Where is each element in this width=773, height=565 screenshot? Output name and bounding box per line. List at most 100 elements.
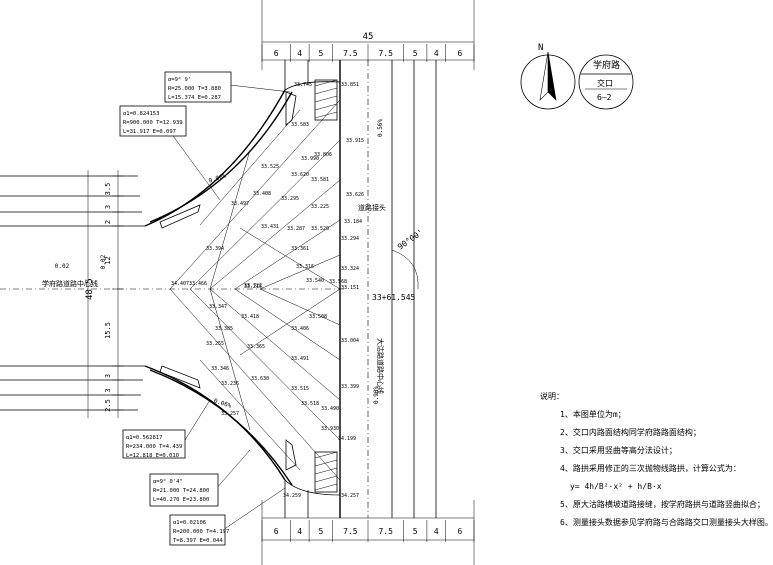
slope-label: 0.90% bbox=[373, 386, 380, 404]
curve-callout-box bbox=[119, 105, 187, 137]
elevation-value: 33.408 bbox=[253, 191, 271, 197]
elevation-value: 33.508 bbox=[309, 314, 327, 320]
note-2: 2、交口内路面结构同学府路路面结构； bbox=[560, 428, 701, 437]
curve-callout-text: α1=0.562817 bbox=[126, 435, 162, 441]
callout-leaders bbox=[164, 84, 291, 531]
elevation-value: 33.722 bbox=[244, 283, 262, 289]
elevation-value: 33.394 bbox=[206, 246, 224, 252]
left-dim-label: 3 bbox=[104, 205, 112, 209]
left-dim-label: 12 bbox=[104, 256, 112, 264]
note-5: 5、原大沽路横坡道路接缝，按学府路拱与道路竖曲拟合； bbox=[560, 500, 765, 509]
elevation-value: 33.399 bbox=[341, 384, 359, 390]
top-dim-label: 7.5 bbox=[378, 49, 393, 58]
curve-callout-text: L=40.270 E=23.800 bbox=[153, 497, 209, 503]
elevation-value: 33.418 bbox=[241, 314, 259, 320]
elevation-value: 33.236 bbox=[221, 381, 239, 387]
elevation-value: 33.225 bbox=[311, 204, 329, 210]
top-dim-label: 5 bbox=[318, 49, 323, 58]
elevation-value: 33.491 bbox=[291, 356, 309, 362]
top-dim-label: 6 bbox=[457, 49, 462, 58]
curve-callout-text: L=12.818 E=0.010 bbox=[126, 453, 179, 459]
north-arrow: N bbox=[520, 43, 576, 110]
title-block: 学府路 交口 6—2 bbox=[578, 54, 634, 110]
slope-label: 0.02 bbox=[100, 254, 107, 269]
total-height-label: 48.5 bbox=[85, 278, 95, 300]
curve-callout-text: α=9° 0'4" bbox=[153, 479, 183, 485]
north-label: N bbox=[538, 43, 543, 53]
left-dim-label: 2 bbox=[104, 220, 112, 224]
total-width-label: 45 bbox=[363, 32, 374, 42]
curve-callout-text: T=8.397 E=0.044 bbox=[173, 538, 223, 544]
elevation-value: 33.851 bbox=[341, 82, 359, 88]
elevation-value: 33.295 bbox=[281, 196, 299, 202]
note-4: 4、路拱采用修正的三次抛物线路拱，计算公式为： bbox=[560, 464, 741, 473]
elevation-value: 33.466 bbox=[189, 281, 207, 287]
elevation-value: 33.287 bbox=[287, 226, 305, 232]
left-dim-label: 15.5 bbox=[104, 322, 112, 339]
elevation-value: 33.525 bbox=[261, 164, 279, 170]
bottom-dim-label: 4 bbox=[434, 527, 439, 536]
curve-callout-text: R=21.000 T=24.800 bbox=[153, 488, 209, 494]
elevation-value: 33.620 bbox=[291, 172, 309, 178]
elevation-value: 34.407 bbox=[171, 281, 189, 287]
bottom-dim-label: 5 bbox=[318, 527, 323, 536]
slope-label: 0.06% bbox=[213, 397, 233, 409]
curve-callout-box bbox=[149, 473, 219, 507]
bottom-dim-label: 6 bbox=[274, 527, 279, 536]
elevation-value: 33.257 bbox=[221, 411, 239, 417]
xuefu-road-lines bbox=[0, 175, 345, 411]
elevation-value: 33.406 bbox=[291, 326, 309, 332]
note-formula: y= 4h/B²·x² + h/B·x bbox=[570, 482, 662, 491]
top-dim-label: 5 bbox=[413, 49, 418, 58]
elevation-value: 33.568 bbox=[329, 279, 347, 285]
bottom-dim-label: 7.5 bbox=[343, 527, 358, 536]
elevation-value: 33.346 bbox=[211, 366, 229, 372]
curve-callout-text: L=15.374 E=0.287 bbox=[168, 95, 221, 101]
elevation-value: 33.520 bbox=[311, 226, 329, 232]
curve-callout-box bbox=[164, 71, 232, 103]
contour-grid bbox=[169, 99, 341, 481]
elevation-value: 33.490 bbox=[321, 406, 339, 412]
top-dim-label: 6 bbox=[274, 49, 279, 58]
elevation-value: 33.004 bbox=[341, 338, 359, 344]
elevation-value: 33.151 bbox=[341, 285, 359, 291]
elevation-value: 34.259 bbox=[283, 493, 301, 499]
note-3: 3、交口采用竖曲等高分法设计； bbox=[560, 446, 677, 455]
angle-arc bbox=[391, 249, 419, 290]
elevation-value: 33.497 bbox=[231, 201, 249, 207]
elevation-value: 33.316 bbox=[296, 264, 314, 270]
left-dim-label: 3.5 bbox=[104, 183, 112, 196]
left-dimension-chain bbox=[87, 170, 119, 418]
elevation-value: 33.365 bbox=[247, 344, 265, 350]
elevation-value: 33.361 bbox=[291, 246, 309, 252]
elevation-value: 33.990 bbox=[301, 156, 319, 162]
note-6: 6、测量接头数据参见学府路与合路路交口测量接头大样图。 bbox=[560, 518, 773, 527]
paving-blocks bbox=[159, 79, 338, 493]
elevation-value: 33.583 bbox=[291, 122, 309, 128]
title-line-1: 学府路 bbox=[593, 59, 620, 71]
curve-callout-text: α1=0.02106 bbox=[173, 520, 206, 526]
left-dim-label: 3 bbox=[104, 374, 112, 378]
title-line-2: 交口 bbox=[597, 78, 613, 88]
dagu-centerline-label: 大沽路道路中心线 bbox=[376, 338, 385, 394]
elevation-value: 33.347 bbox=[209, 304, 227, 310]
elevation-value: 33.581 bbox=[311, 177, 329, 183]
note-1: 1、本图单位为m； bbox=[560, 410, 626, 419]
curve-callout-box bbox=[169, 514, 226, 546]
slope-label: 0.02 bbox=[55, 263, 70, 270]
elevation-value: 33.294 bbox=[341, 236, 359, 242]
xuefu-centerline-label: 学府路道路中心线 bbox=[42, 279, 98, 288]
elevation-value: 34.257 bbox=[341, 493, 359, 499]
elevation-value: 33.515 bbox=[291, 386, 309, 392]
elevation-value: 33.540 bbox=[306, 278, 324, 284]
elevation-value: 33.915 bbox=[346, 138, 364, 144]
station-label: 33+61.545 bbox=[372, 293, 416, 302]
elevation-value: 33.385 bbox=[215, 326, 233, 332]
title-line-3: 6—2 bbox=[597, 93, 612, 102]
angle-label: 90°00' bbox=[396, 228, 425, 252]
